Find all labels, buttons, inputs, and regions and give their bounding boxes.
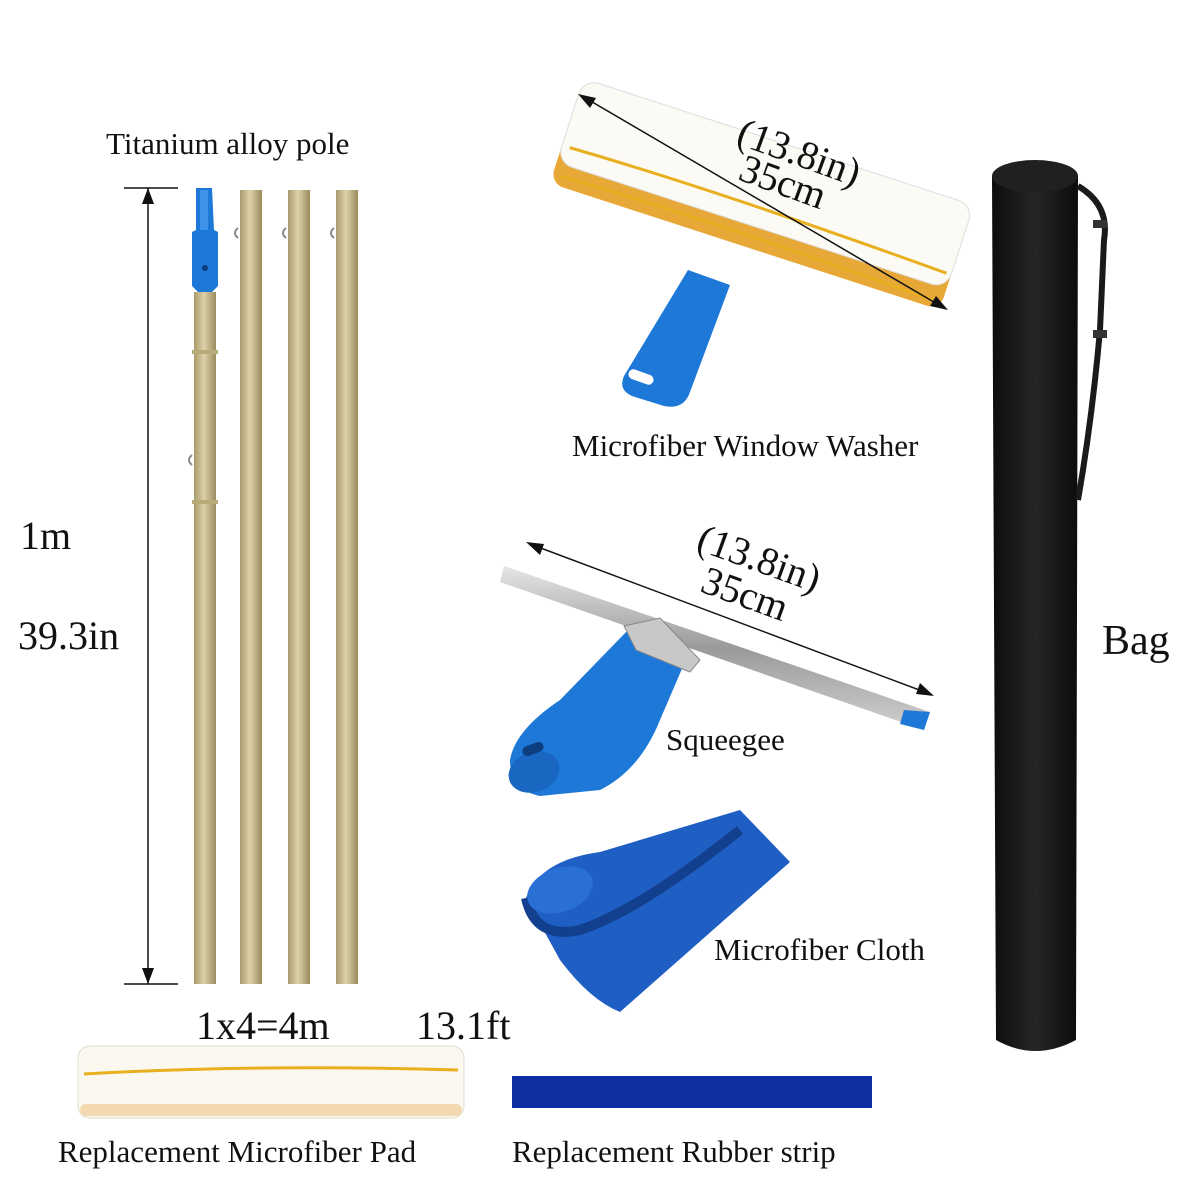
squeegee-label: Squeegee xyxy=(666,722,785,757)
squeegee-dimension-arrow xyxy=(526,542,934,696)
cloth-label: Microfiber Cloth xyxy=(714,932,925,967)
replacement-pad-illustration xyxy=(77,1045,465,1119)
squeegee-illustration xyxy=(500,566,930,796)
pole-length-in: 39.3in xyxy=(18,613,120,658)
strip-label: Replacement Rubber strip xyxy=(512,1134,836,1169)
washer-label: Microfiber Window Washer xyxy=(572,428,919,463)
window-washer-illustration xyxy=(553,82,971,407)
bag-illustration xyxy=(992,160,1108,1051)
washer-dimension-arrow xyxy=(578,94,948,310)
pole-total-m: 1x4=4m xyxy=(196,1003,330,1048)
pole-section-3 xyxy=(282,190,310,984)
bag-label: Bag xyxy=(1102,618,1170,664)
replacement-strip-illustration xyxy=(512,1076,872,1108)
pole-section-2 xyxy=(234,190,262,984)
microfiber-cloth-illustration xyxy=(521,810,790,1012)
pole-section-4 xyxy=(330,190,358,984)
pole-section-1 xyxy=(188,188,218,984)
pole-label: Titanium alloy pole xyxy=(106,126,350,161)
pole-length-m: 1m xyxy=(20,513,72,558)
pad-label: Replacement Microfiber Pad xyxy=(58,1134,417,1169)
pole-total-ft: 13.1ft xyxy=(416,1003,511,1048)
pole-dimension-line xyxy=(124,187,178,985)
